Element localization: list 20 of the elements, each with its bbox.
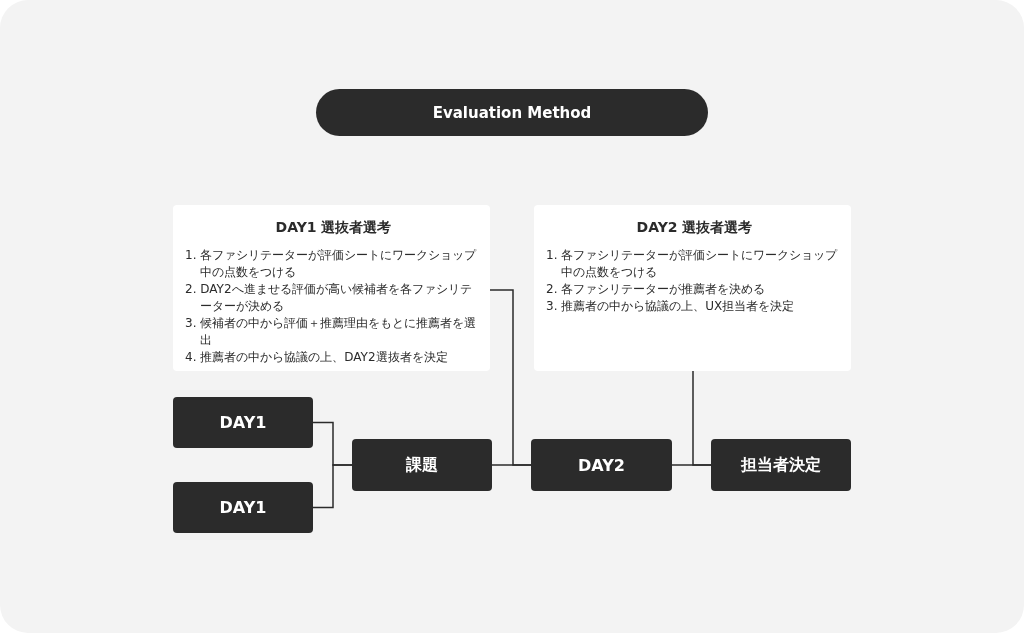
connector-line: [489, 289, 532, 466]
process-box: DAY1: [173, 482, 313, 533]
card: [534, 205, 851, 371]
card: [173, 205, 490, 371]
connector-line: [692, 370, 712, 466]
process-box: 課題: [352, 439, 492, 491]
list-item: 1. 各ファシリテーターが評価シートにワークショップ中の点数をつける: [546, 247, 839, 281]
title-pill: Evaluation Method: [316, 89, 708, 136]
process-box: DAY2: [531, 439, 672, 491]
list-item: 4. 推薦者の中から協議の上、DAY2選抜者を決定: [185, 349, 449, 366]
process-box: DAY1: [173, 397, 313, 448]
connector-line: [312, 464, 353, 509]
card-heading: DAY1 選抜者選考: [274, 219, 393, 237]
list-item: 2. 各ファシリテーターが推薦者を決める: [546, 281, 767, 298]
process-box: 担当者決定: [711, 439, 851, 491]
list-item: 3. 推薦者の中から協議の上、UX担当者を決定: [546, 298, 796, 315]
list-item: 2. DAY2へ進ませる評価が高い候補者を各ファシリテーターが決める: [185, 281, 473, 315]
list-item: 1. 各ファシリテーターが評価シートにワークショップ中の点数をつける: [185, 247, 478, 281]
list-item: 3. 候補者の中から評価＋推薦理由をもとに推薦者を選出: [185, 315, 478, 349]
card-heading: DAY2 選抜者選考: [635, 219, 754, 237]
